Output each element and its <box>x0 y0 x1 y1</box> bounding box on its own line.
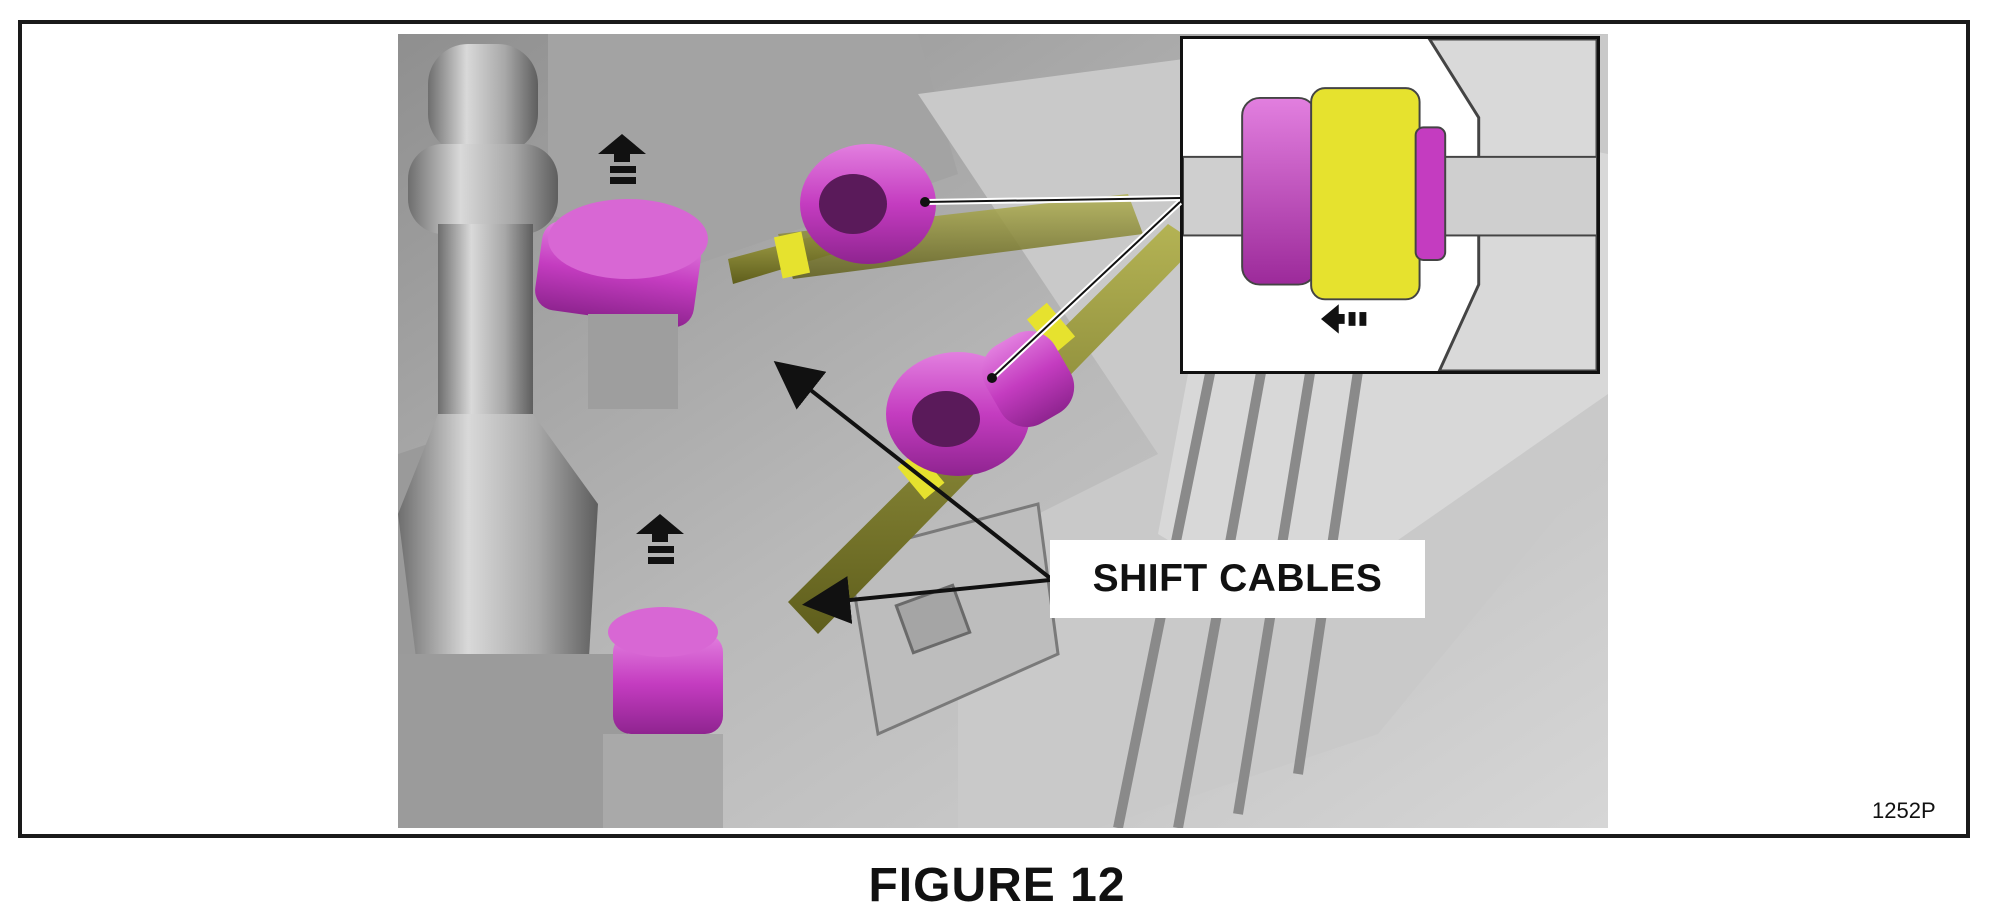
detail-inset <box>1180 36 1600 374</box>
shift-lever-top <box>428 44 538 154</box>
shift-lever-mount <box>398 654 628 828</box>
lower-lift-arrow <box>636 514 684 564</box>
detail-yellow-clip <box>1310 87 1421 301</box>
upper-cable-clip <box>773 231 811 279</box>
shift-lever-boot-joint <box>408 144 558 234</box>
upper-ball-stud-mount <box>588 314 678 409</box>
shift-cables-callout: SHIFT CABLES <box>1050 540 1425 618</box>
lower-cable-end-cap <box>608 607 718 657</box>
upper-cable-end-cap <box>548 199 708 279</box>
upper-lift-arrow <box>598 134 646 184</box>
lower-cable-end <box>613 634 723 734</box>
detail-retainer <box>1414 126 1447 261</box>
upper-grommet-opening <box>819 174 887 234</box>
grommet-detail <box>1183 39 1597 371</box>
detail-push-arrow <box>1321 304 1367 334</box>
reference-code: 1252P <box>1872 798 1936 823</box>
figure-caption: FIGURE 12 <box>868 859 1126 912</box>
detail-grommet <box>1241 96 1318 286</box>
lower-grommet-opening <box>912 391 980 447</box>
shift-lever-base <box>398 414 598 674</box>
lower-ball-stud-mount <box>603 734 723 828</box>
